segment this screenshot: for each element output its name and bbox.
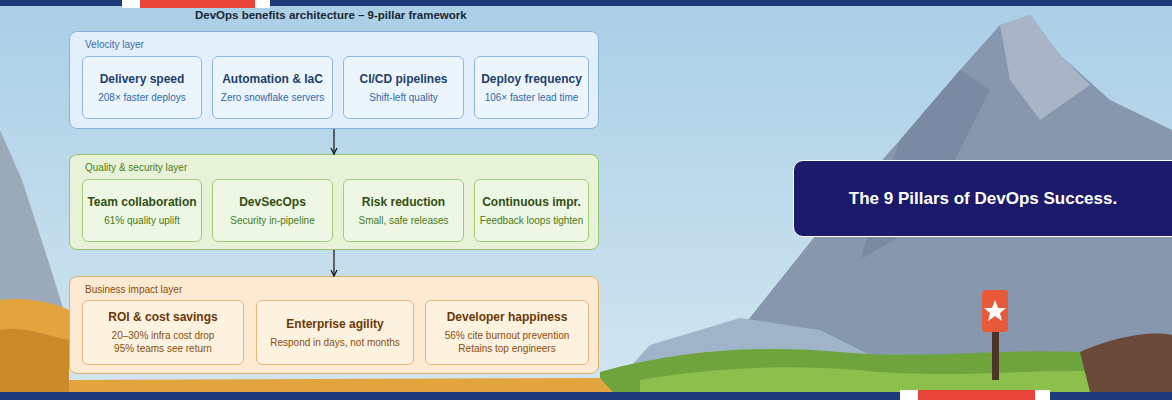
node-body: 106× faster lead time [485, 91, 579, 104]
callout-banner: The 9 Pillars of DevOps Success. [793, 160, 1172, 237]
node-heading: Team collaboration [87, 195, 196, 209]
rock [1080, 334, 1172, 392]
pillar-box: Developer happiness 56% cite burnout prev… [425, 300, 589, 365]
flow-arrow [333, 129, 334, 154]
pillar-box: CI/CD pipelinesShift-left quality [343, 56, 464, 119]
node-body: Shift-left quality [369, 91, 437, 104]
pillar-box: ROI & cost savings 20–30% infra cost drop… [82, 300, 244, 365]
node-heading: Business impact layer [85, 284, 182, 295]
node-heading: Enterprise agility [286, 317, 383, 331]
node-heading: Quality & security layer [85, 162, 187, 173]
sand-ground [0, 299, 620, 400]
pillar-box: Risk reductionSmall, safe releases [343, 179, 464, 242]
bottom-bar-red [918, 390, 1035, 400]
node-heading: DevSecOps [239, 195, 306, 209]
node-heading: The 9 Pillars of DevOps Success. [849, 189, 1117, 209]
top-bar-white [255, 0, 270, 8]
bottom-bar-white [1035, 390, 1050, 400]
node-body: 56% cite burnout prevention [445, 329, 570, 342]
node-body: Feedback loops tighten [480, 214, 583, 227]
top-bar-white [122, 0, 140, 8]
node-body: 95% teams see return [114, 342, 212, 355]
top-bar-red [140, 0, 255, 8]
flow-arrow [333, 250, 334, 276]
pillar-box: DevSecOpsSecurity in-pipeline [212, 179, 333, 242]
node-heading: CI/CD pipelines [359, 72, 447, 86]
node-heading: Velocity layer [85, 39, 144, 50]
layer-band: Business impact layerROI & cost savings 2… [69, 276, 599, 374]
diagram-title: DevOps benefits architecture – 9-pillar … [195, 9, 467, 21]
pillar-box: Deploy frequency 106× faster lead time [474, 56, 589, 119]
pillar-box: Automation & IaC Zero snowflake servers [212, 56, 333, 119]
signpost-star [984, 300, 1006, 321]
node-body: Respond in days, not months [270, 336, 400, 349]
node-heading: Risk reduction [362, 195, 445, 209]
signpost-sign [982, 290, 1008, 332]
node-heading: Delivery speed [100, 72, 185, 86]
node-heading: Automation & IaC [222, 72, 323, 86]
node-heading: Developer happiness [447, 310, 568, 324]
pillar-box: Enterprise agilityRespond in days, not m… [256, 300, 414, 365]
node-body: 20–30% infra cost drop [112, 329, 215, 342]
bottom-bar-white [900, 390, 918, 400]
node-body: Security in-pipeline [230, 214, 315, 227]
pillar-box: Delivery speed 208× faster deploys [82, 56, 202, 119]
layer-band: Quality & security layerTeam collaborati… [69, 154, 599, 250]
node-body: Small, safe releases [358, 214, 448, 227]
node-body: 208× faster deploys [98, 91, 186, 104]
pillar-box: Continuous impr. Feedback loops tighten [474, 179, 589, 242]
sand-shadow [0, 329, 69, 400]
node-heading: Deploy frequency [481, 72, 582, 86]
mountain-light-face [1000, 15, 1090, 120]
node-body: 61% quality uplift [104, 214, 180, 227]
node-body: Zero snowflake servers [221, 91, 324, 104]
layer-band: Velocity layerDelivery speed 208× faster … [69, 31, 599, 129]
pillar-box: Team collaboration 61% quality uplift [82, 179, 202, 242]
node-heading: Continuous impr. [482, 195, 581, 209]
node-body: Retains top engineers [458, 342, 555, 355]
node-heading: ROI & cost savings [108, 310, 217, 324]
